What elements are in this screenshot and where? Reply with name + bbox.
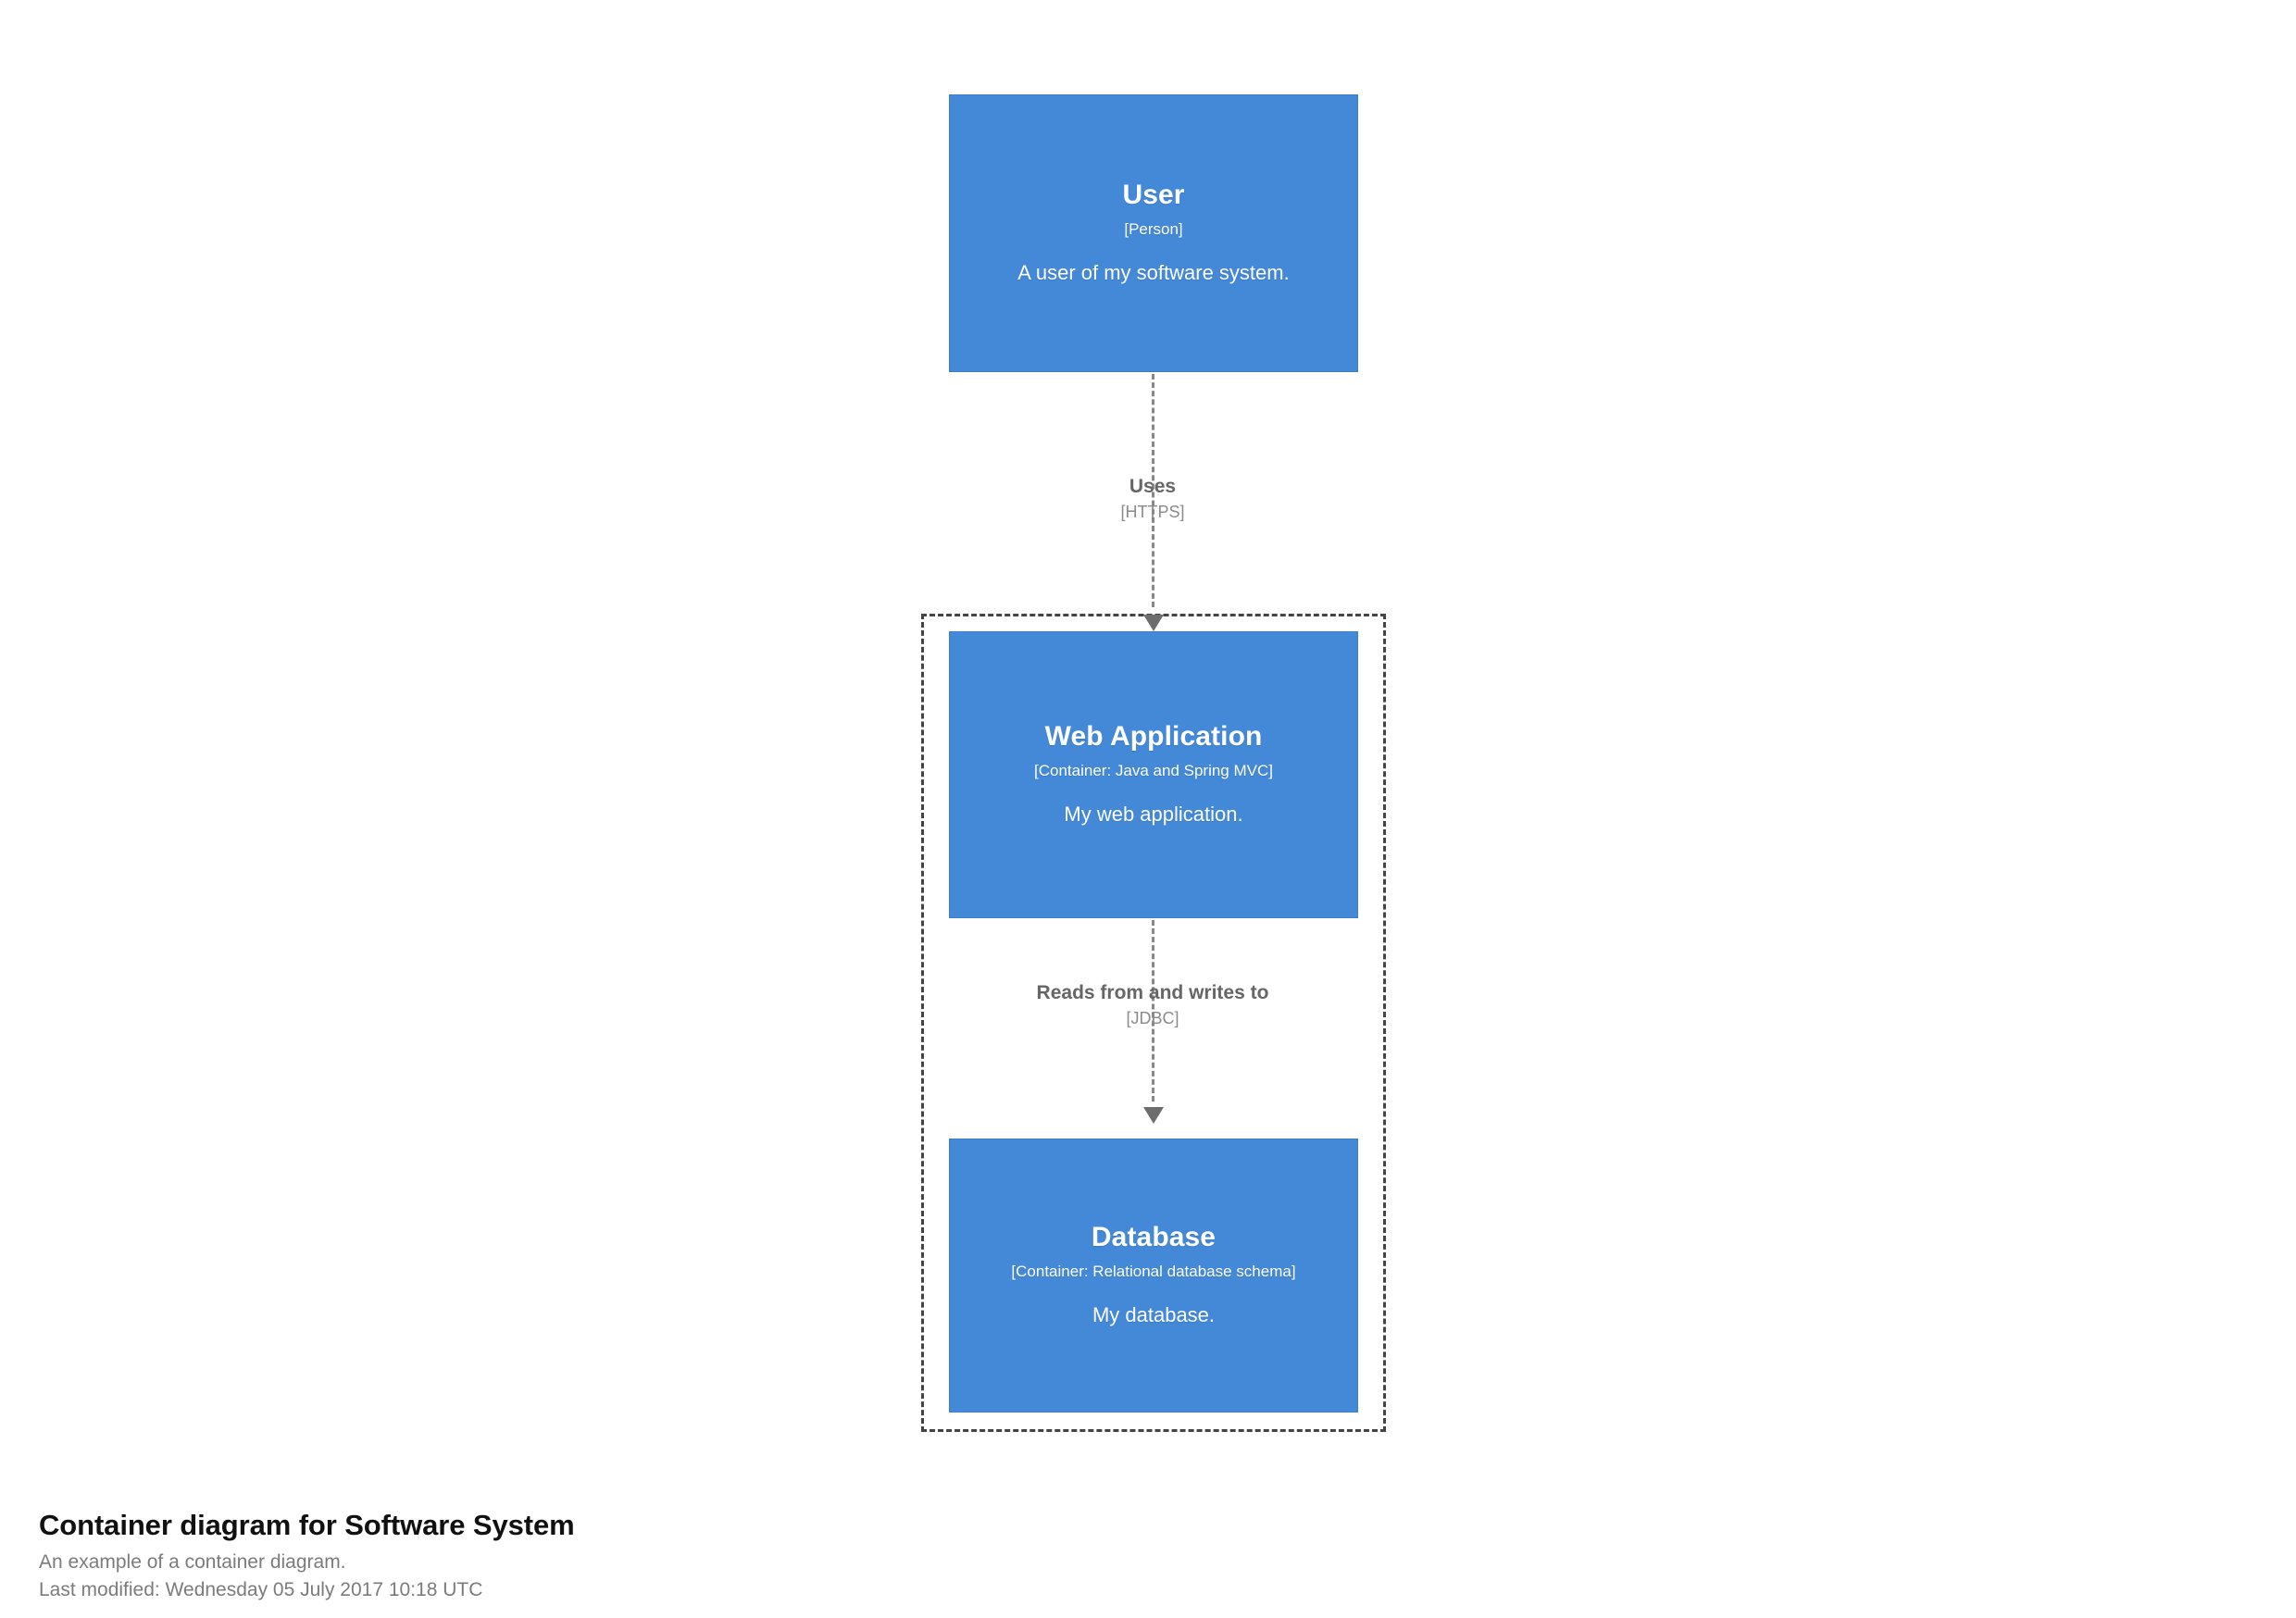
relationship-label-reads-writes: Reads from and writes to [JDBC]	[1014, 981, 1292, 1029]
node-user-description: A user of my software system.	[1017, 261, 1290, 284]
node-user-type: [Person]	[1124, 219, 1183, 238]
relationship-uses-description: Uses	[1129, 476, 1177, 497]
node-database-description: My database.	[1092, 1303, 1216, 1326]
diagram-subtitle: An example of a container diagram.	[39, 1550, 346, 1573]
relationship-line-reads-writes	[1152, 920, 1154, 1101]
diagram-title: Container diagram for Software System	[39, 1509, 575, 1541]
arrowhead-icon-reads-writes	[1143, 1107, 1164, 1124]
node-user[interactable]: User [Person] A user of my software syst…	[949, 94, 1358, 372]
node-database-type: [Container: Relational database schema]	[1011, 1262, 1296, 1280]
node-user-name: User	[1122, 180, 1185, 211]
relationship-reads-writes-technology: [JDBC]	[1126, 1008, 1179, 1027]
node-database[interactable]: Database [Container: Relational database…	[949, 1139, 1358, 1413]
arrowhead-icon-uses	[1143, 615, 1164, 631]
diagram-caption: Container diagram for Software System An…	[39, 1508, 1150, 1603]
node-web-application[interactable]: Web Application [Container: Java and Spr…	[949, 631, 1358, 918]
node-database-name: Database	[1091, 1222, 1217, 1253]
relationship-reads-writes-description: Reads from and writes to	[1036, 982, 1269, 1003]
relationship-line-uses	[1152, 374, 1154, 607]
node-web-application-description: My web application.	[1064, 803, 1243, 826]
node-web-application-name: Web Application	[1044, 721, 1263, 753]
relationship-uses-technology: [HTTPS]	[1120, 502, 1185, 521]
node-web-application-type: [Container: Java and Spring MVC]	[1034, 761, 1273, 779]
diagram-last-modified: Last modified: Wednesday 05 July 2017 10…	[39, 1578, 483, 1600]
relationship-label-uses: Uses [HTTPS]	[1014, 475, 1292, 523]
